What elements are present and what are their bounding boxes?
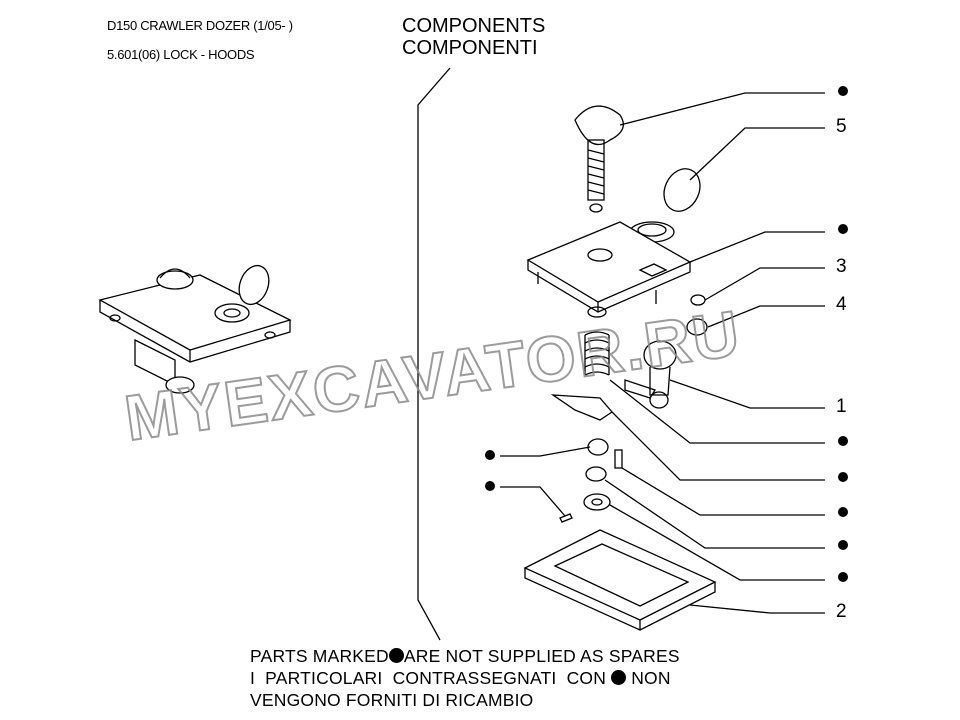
watermark: MYEXCAVATOR.RU xyxy=(121,297,746,455)
not-supplied-marker xyxy=(838,540,848,550)
components-title-en: COMPONENTS xyxy=(402,15,546,37)
assembled-lock-view xyxy=(98,264,292,394)
callout-3: 3 xyxy=(836,256,847,277)
notes-line-3: VENGONO FORNITI DI RICAMBIO xyxy=(250,690,534,710)
pin-part xyxy=(614,449,623,469)
latch-part xyxy=(550,394,613,421)
note-text: NON xyxy=(631,668,671,688)
components-title-it: COMPONENTI xyxy=(402,37,538,59)
knob-screw-part xyxy=(574,105,624,213)
bushing-part xyxy=(587,438,609,456)
cap-part xyxy=(629,168,701,243)
gasket-part xyxy=(523,529,717,631)
callout-leaders xyxy=(500,92,825,614)
not-supplied-marker xyxy=(838,472,848,482)
not-supplied-marker xyxy=(838,224,848,234)
callout-2: 2 xyxy=(836,601,847,622)
callout-1: 1 xyxy=(836,396,847,417)
not-supplied-marker xyxy=(838,572,848,582)
note-text: I PARTICOLARI CONTRASSEGNATI CON xyxy=(250,668,607,688)
washer-bottom-part xyxy=(583,493,611,511)
callout-5: 5 xyxy=(836,116,847,137)
not-supplied-marker xyxy=(838,507,848,517)
callout-4: 4 xyxy=(836,294,847,315)
notes-line-1: PARTS MARKED ARE NOT SUPPLIED AS SPARES xyxy=(250,645,680,667)
clip-part xyxy=(585,466,607,482)
not-supplied-marker xyxy=(838,436,848,446)
not-supplied-marker xyxy=(838,86,848,96)
model-title: D150 CRAWLER DOZER (1/05- ) xyxy=(107,18,293,33)
note-text: PARTS MARKED xyxy=(250,646,389,666)
bullet-marker-icon xyxy=(388,648,404,663)
callout-labels: 5 3 4 1 2 xyxy=(485,86,848,622)
rivet-part xyxy=(559,513,573,523)
not-supplied-marker xyxy=(485,450,495,460)
spring-part xyxy=(584,306,610,376)
assembly-bracket-line xyxy=(417,67,451,641)
note-text: ARE NOT SUPPLIED AS SPARES xyxy=(403,646,680,666)
not-supplied-marker xyxy=(485,481,495,491)
lock-barrel-part xyxy=(624,340,677,409)
notes-line-2: I PARTICOLARI CONTRASSEGNATI CON NON xyxy=(250,667,671,689)
bullet-marker-icon xyxy=(611,670,627,685)
group-title: 5.601(06) LOCK - HOODS xyxy=(107,47,255,62)
nut-part xyxy=(686,318,708,336)
plate-part xyxy=(526,221,692,313)
